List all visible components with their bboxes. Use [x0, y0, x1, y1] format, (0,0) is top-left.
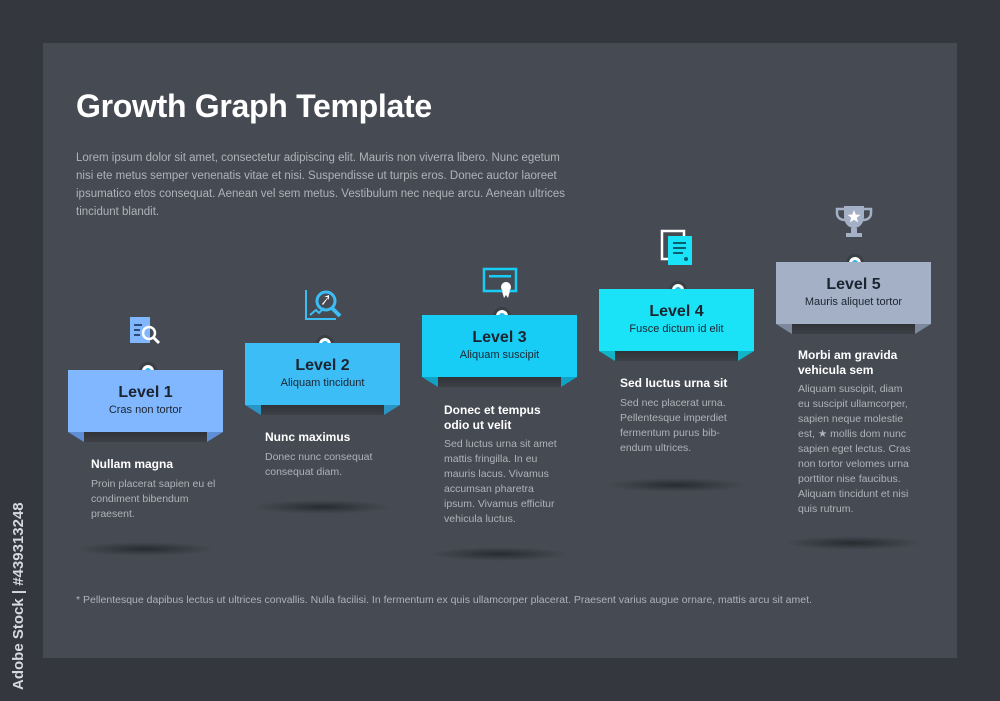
level-3-heading: Donec et tempus odio ut velit — [444, 403, 541, 432]
growth-chart-search-icon — [305, 290, 342, 320]
level-1-label: Level 1 — [118, 384, 173, 401]
level-4-floor-shadow — [606, 478, 746, 492]
level-5-ribbon: Level 5 Mauris aliquet tortor — [776, 262, 931, 324]
footnote: * Pellentesque dapibus lectus ut ultrice… — [76, 594, 812, 606]
level-1-ribbon-shadow — [84, 432, 207, 442]
level-2-floor-shadow — [252, 500, 392, 514]
document-search-icon — [130, 317, 161, 345]
level-5-floor-shadow — [783, 536, 923, 550]
level-5-subtitle: Mauris aliquet tortor — [804, 296, 903, 308]
level-4-ribbon: Level 4 Fusce dictum id elit — [599, 289, 754, 351]
level-5-description: Aliquam suscipit, diam eu suscipit ullam… — [798, 383, 911, 515]
level-1-subtitle: Cras non tortor — [108, 404, 183, 416]
intro-paragraph: Lorem ipsum dolor sit amet, consectetur … — [76, 152, 566, 218]
level-3-ribbon-shadow — [438, 377, 561, 387]
stock-watermark-text: Adobe Stock | #439313248 — [10, 502, 27, 690]
certificate-icon — [482, 267, 518, 298]
level-2-ribbon-shadow — [261, 405, 384, 415]
level-3-ribbon: Level 3 Aliquam suscipit — [422, 315, 577, 377]
level-4-subtitle: Fusce dictum id elit — [629, 323, 724, 335]
level-5-heading: Morbi am gravida vehicula sem — [798, 348, 898, 377]
level-5-ribbon-shadow — [792, 324, 915, 334]
level-1-description: Proin placerat sapien eu el condiment bi… — [91, 478, 216, 520]
trophy-icon — [835, 206, 873, 237]
level-4-ribbon-fold — [599, 351, 754, 361]
documents-icon — [660, 229, 692, 265]
level-2-description: Donec nunc consequat consequat diam. — [265, 451, 373, 478]
level-4-heading: Sed luctus urna sit — [620, 376, 728, 390]
level-3-floor-shadow — [429, 547, 569, 561]
level-3-ribbon-fold — [422, 377, 577, 387]
page-title: Growth Graph Template — [76, 88, 432, 124]
level-1-heading: Nullam magna — [91, 457, 174, 471]
level-4-label: Level 4 — [649, 303, 704, 320]
level-3-label: Level 3 — [472, 329, 527, 346]
level-2-label: Level 2 — [295, 357, 350, 374]
level-1-ribbon: Level 1 Cras non tortor — [68, 370, 223, 432]
level-1-floor-shadow — [75, 542, 215, 556]
level-3-subtitle: Aliquam suscipit — [459, 349, 540, 361]
level-2-ribbon: Level 2 Aliquam tincidunt — [245, 343, 400, 405]
level-3-description: Sed luctus urna sit amet mattis fringill… — [444, 438, 557, 525]
level-2-ribbon-fold — [245, 405, 400, 415]
level-5-label: Level 5 — [826, 276, 881, 293]
level-1-ribbon-fold — [68, 432, 223, 442]
stock-watermark: Adobe Stock | #439313248 — [10, 502, 27, 690]
level-5-ribbon-fold — [776, 324, 931, 334]
level-4-ribbon-shadow — [615, 351, 738, 361]
level-4-description: Sed nec placerat urna. Pellentesque impe… — [620, 397, 727, 454]
level-2-subtitle: Aliquam tincidunt — [280, 377, 365, 389]
level-2-heading: Nunc maximus — [265, 430, 351, 444]
